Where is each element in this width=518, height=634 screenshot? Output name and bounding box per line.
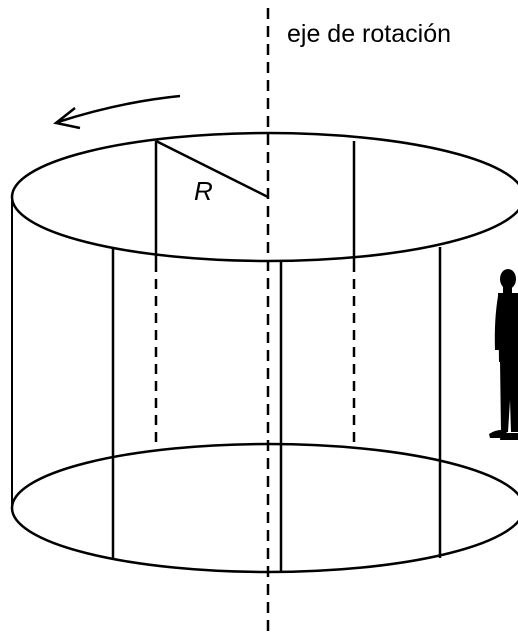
cylinder-top-ellipse (10, 131, 518, 263)
person-silhouette-icon (489, 269, 518, 440)
radius-label: R (194, 176, 213, 206)
curved-arrow-left-icon (53, 94, 181, 130)
axis-label: eje de rotación (287, 20, 451, 48)
radius-line (155, 139, 269, 199)
cylinder-bottom-ellipse (10, 442, 518, 574)
